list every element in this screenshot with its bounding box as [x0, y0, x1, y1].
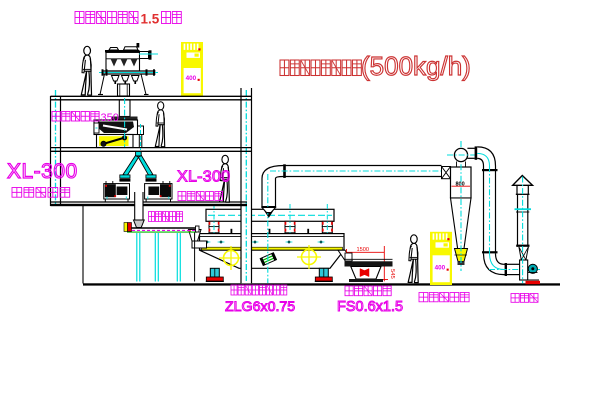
svg-text:1500: 1500	[357, 247, 369, 253]
svg-text:800: 800	[456, 181, 465, 187]
svg-text:350: 350	[101, 112, 119, 124]
svg-text:FS0.6x1.5: FS0.6x1.5	[337, 299, 403, 315]
svg-text:ZLG6x0.75: ZLG6x0.75	[225, 299, 295, 315]
svg-text:400: 400	[435, 265, 446, 272]
svg-text:XL-300: XL-300	[177, 169, 230, 186]
svg-text:400: 400	[186, 75, 197, 82]
svg-text:1.5: 1.5	[141, 12, 160, 27]
svg-text:545: 545	[389, 269, 395, 279]
svg-text:XL-300: XL-300	[7, 160, 78, 183]
svg-text:(500kg/h): (500kg/h)	[361, 51, 471, 81]
